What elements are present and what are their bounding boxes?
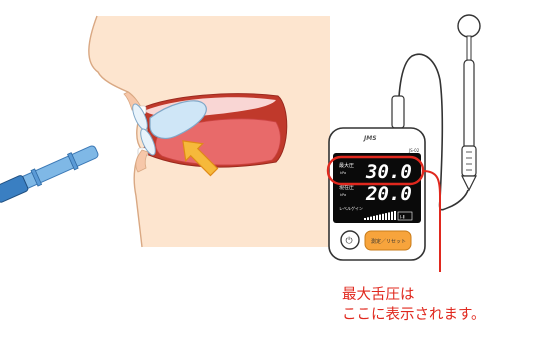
probe-ring-2 [67,152,79,171]
press-arrow [182,140,219,177]
power-button[interactable] [340,230,360,250]
level-meter-bar [385,213,387,220]
device-display [333,153,421,223]
cable-plug [391,95,405,129]
callout-leader [422,170,441,272]
lower-lip [135,149,149,173]
probe-flange [132,103,156,156]
measurement-device: JMS JS-02 最大圧 kPa 30.0 現在圧 kPa 20.0 レベルゲ… [328,127,426,261]
probe [0,100,207,203]
level-meter-bar [373,215,375,220]
level-meter-bar [370,216,372,220]
callout-line-1: 最大舌圧は [342,286,415,303]
probe-connector [0,175,29,203]
level-meter-bar [364,218,366,220]
max-pressure-value: 30.0 [365,161,412,183]
level-meter-bar [391,211,393,220]
level-gain-label: レベルゲイン [339,205,363,211]
max-pressure-label: 最大圧 [339,162,354,169]
level-meter-bar [382,213,384,220]
measure-reset-button[interactable] [364,230,412,251]
level-meter-bar [388,212,390,220]
current-pressure-label: 現在圧 [339,184,354,191]
level-meter-bar [367,217,369,220]
device-brand: JMS [363,135,377,142]
measure-reset-label: 測定／リセット [371,238,406,245]
mode-box-label: Ⅰ-Ⅱ [400,215,405,220]
face-profile [88,15,331,248]
level-meter-bar [394,211,396,220]
callout-line-2: ここに表示されます。 [342,306,486,323]
max-pressure-unit: kPa [340,171,346,175]
level-meter-bar [379,214,381,220]
current-pressure-unit: kPa [340,193,346,197]
level-meter [364,211,396,220]
power-icon: ⏻ [346,236,353,247]
max-pressure-callout: 最大舌圧は ここに表示されます。 [326,155,486,323]
device-cable [391,14,481,211]
device-model: JS-02 [408,148,420,153]
probe-ring-1 [30,168,43,187]
level-meter-bar [376,215,378,220]
handle-grip [461,145,477,177]
probe-bulb [149,100,207,139]
mode-box [397,211,413,221]
handle-balloon [457,14,481,38]
current-pressure-value: 20.0 [365,183,412,205]
